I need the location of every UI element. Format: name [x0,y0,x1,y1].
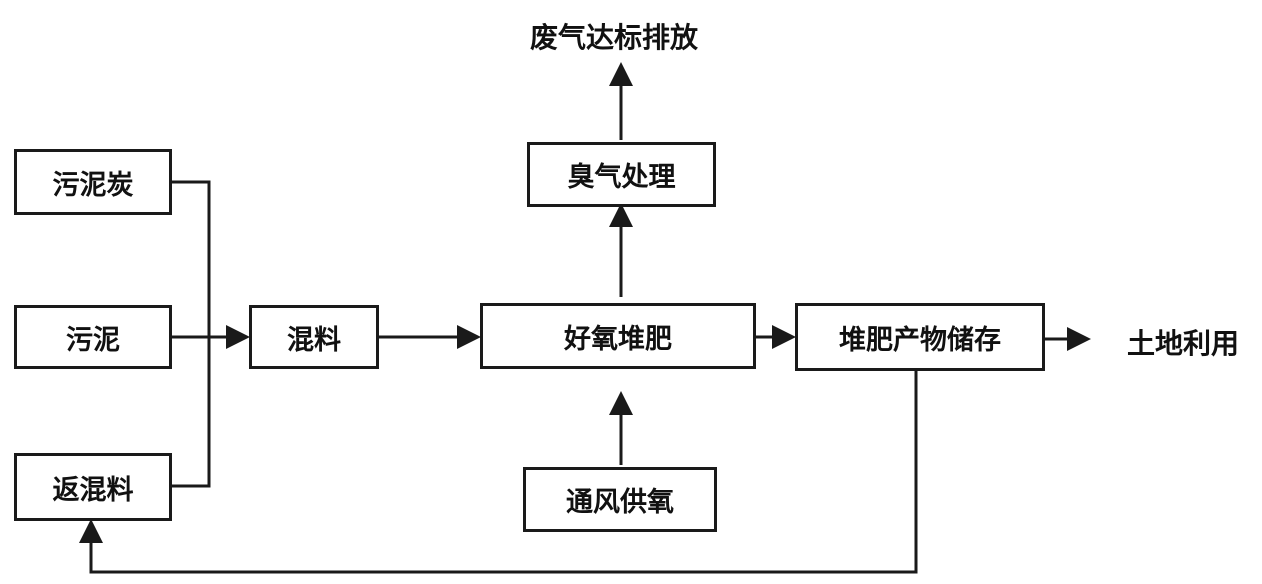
node-aeration: 通风供氧 [523,467,717,532]
output-exhaust: 废气达标排放 [530,21,699,54]
output-land-use: 土地利用 [1127,327,1240,360]
node-product-storage: 堆肥产物储存 [795,303,1045,371]
connector-sludge-char-to-bus [171,180,211,488]
node-mixing: 混料 [249,305,379,369]
node-sludge: 污泥 [14,305,172,369]
node-sludge-char: 污泥炭 [14,149,172,215]
arrow-storage-return-loop [79,371,918,574]
node-return-mix: 返混料 [14,453,172,521]
node-odor-treatment: 臭气处理 [527,142,716,207]
node-aerobic-compost: 好氧堆肥 [480,303,756,369]
